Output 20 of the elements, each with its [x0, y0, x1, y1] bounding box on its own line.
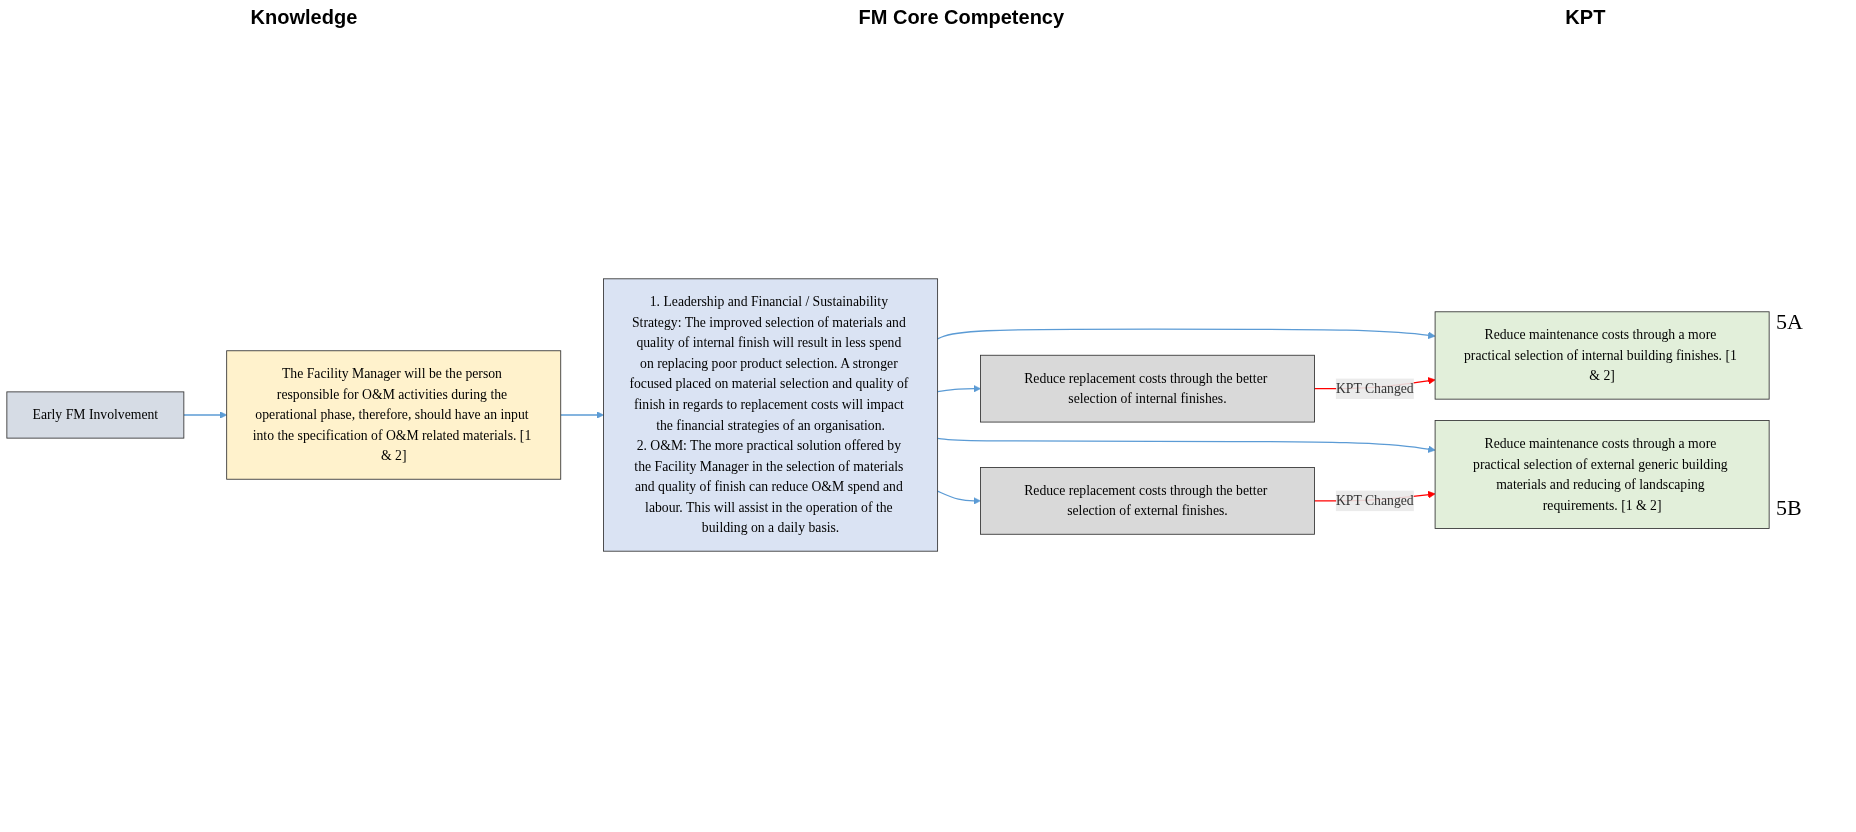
- column-heading: KPT: [1565, 6, 1606, 29]
- arrow: [936, 328, 1436, 340]
- node-box: Early FM Involvement: [6, 391, 185, 439]
- arrow: [183, 411, 227, 419]
- node-box: 1. Leadership and Financial / Sustainability Strategy: The improved selection of materials and quality of internal finish will result in less spend on replacing poor product selection. A stronger focused placed on material selection and quality of finish in regards to replacement costs will impact the financial strategies of an organisation. 2. O&M: The more practical solution offered by the Facility Manager in the selection of materials and quality of finish can reduce O&M spend and labour. This will assist in the operation of the building on a daily basis.: [603, 278, 939, 552]
- arrow: [936, 490, 981, 505]
- group-label: 5B: [1776, 495, 1803, 521]
- arrow: [560, 411, 604, 419]
- edge-label: KPT Changed: [1335, 380, 1414, 396]
- column-heading: Knowledge: [250, 6, 358, 29]
- column-heading: FM Core Competency: [858, 6, 1065, 29]
- arrow: [936, 437, 1436, 453]
- node-box: The Facility Manager will be the person responsible for O&M activities during the operational phase, therefore, should have an input into the specification of O&M related materials. [1 & 2]: [226, 350, 562, 480]
- arrow: [936, 384, 981, 393]
- edge-label: KPT Changed: [1335, 493, 1414, 508]
- group-label: 5A: [1776, 309, 1804, 335]
- node-box: Reduce maintenance costs through a more practical selection of external generic building materials and reducing of landscaping requirements. [1 & 2]: [1434, 420, 1770, 529]
- node-box: Reduce replacement costs through the better selection of external finishes.: [980, 467, 1315, 535]
- node-box: Reduce maintenance costs through a more practical selection of internal building finishes. [1 & 2]: [1434, 311, 1770, 400]
- node-box: Reduce replacement costs through the better selection of internal finishes.: [980, 354, 1315, 423]
